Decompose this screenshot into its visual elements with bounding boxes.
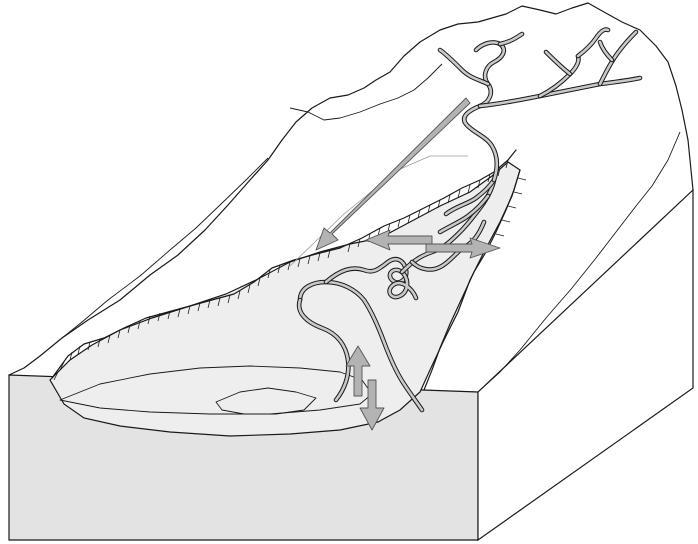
tributary-network bbox=[440, 29, 640, 180]
block-side-face bbox=[478, 190, 693, 540]
inner-ridge-line bbox=[290, 64, 442, 120]
